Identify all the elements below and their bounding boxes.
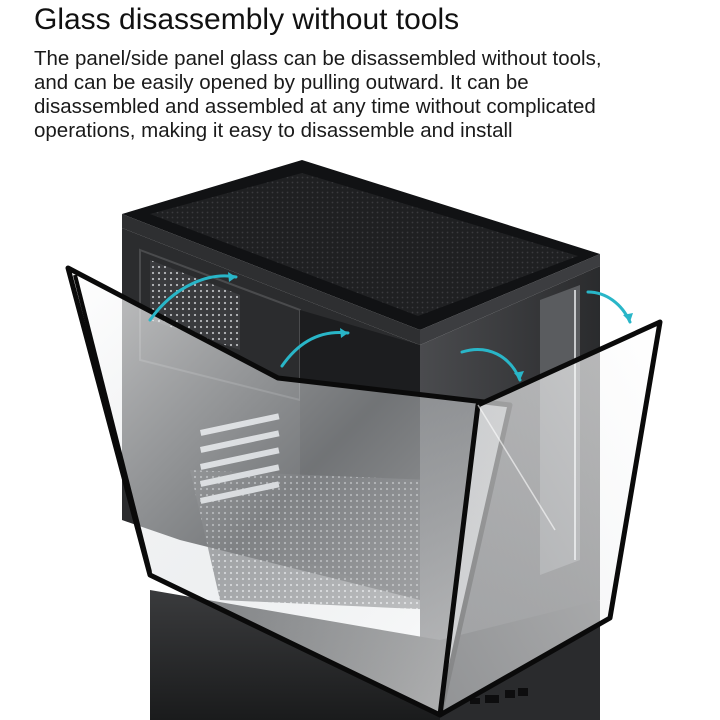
front-io-ports	[470, 688, 528, 704]
description: The panel/side panel glass can be disass…	[34, 47, 694, 143]
description-line: operations, making it easy to disassembl…	[34, 119, 513, 142]
headline: Glass disassembly without tools	[34, 3, 460, 36]
description-line: The panel/side panel glass can be disass…	[34, 47, 602, 70]
curved-arrow-head	[228, 272, 633, 380]
description-line: and can be easily opened by pulling outw…	[34, 71, 529, 94]
pc-case-illustration	[65, 160, 663, 720]
description-line: disassembled and assembled at any time w…	[34, 95, 596, 118]
case-top-mesh	[150, 173, 578, 316]
right-glass-panel	[437, 319, 663, 718]
case-base	[150, 590, 440, 720]
